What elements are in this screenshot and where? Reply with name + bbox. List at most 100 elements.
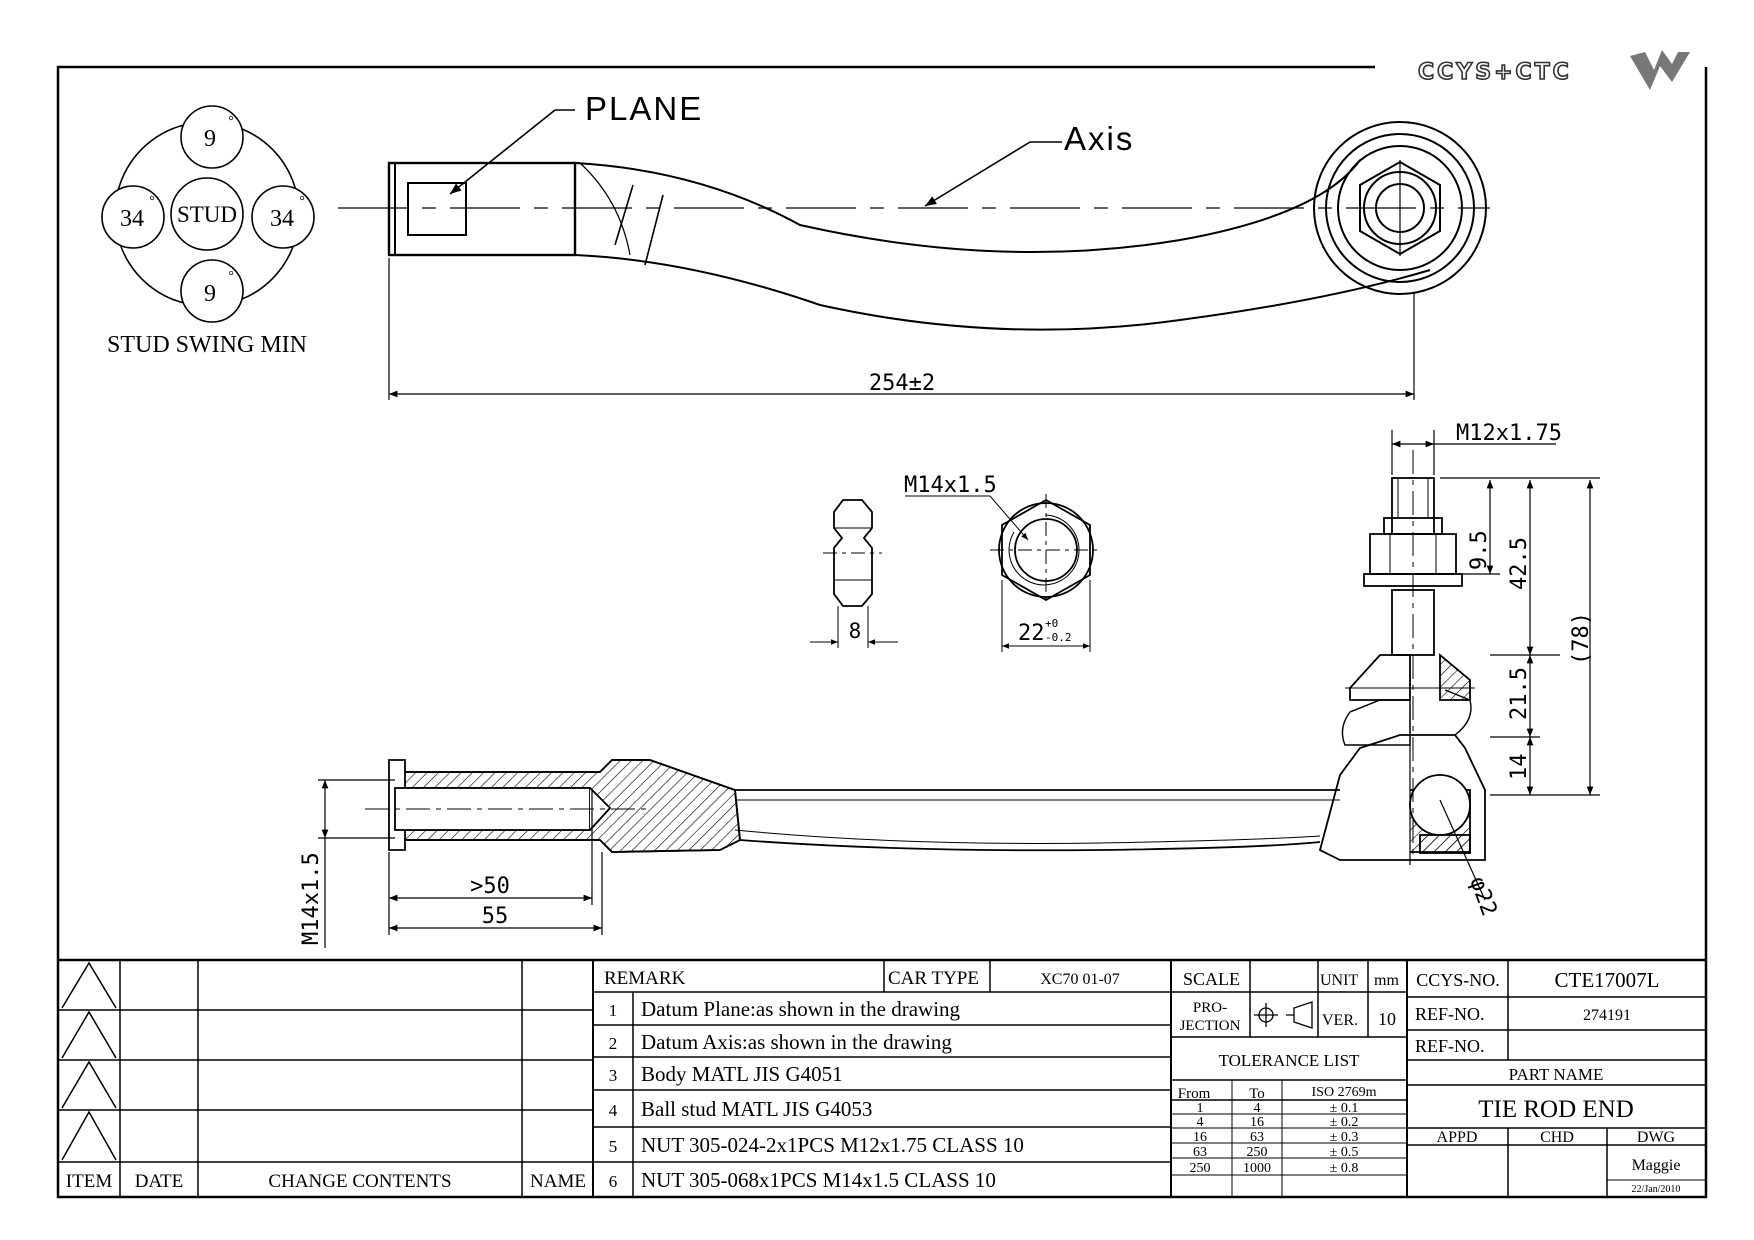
- axis-leader: [924, 141, 1062, 207]
- stud-swing-center: STUD: [177, 202, 237, 227]
- tol-to: 63: [1250, 1130, 1264, 1145]
- stud-swing-caption: STUD SWING MIN: [107, 332, 307, 358]
- tol-header-iso: ISO 2769m: [1312, 1085, 1377, 1100]
- remark-no: 2: [609, 1034, 618, 1053]
- remark-text: Ball stud MATL JIS G4053: [641, 1097, 872, 1121]
- remark-no: 3: [609, 1066, 618, 1085]
- nut-front-view: [905, 494, 1102, 652]
- scale-label: SCALE: [1183, 969, 1240, 989]
- tol-to: 4: [1254, 1101, 1261, 1116]
- tol-from: 250: [1190, 1161, 1211, 1176]
- rev-header-date: DATE: [135, 1171, 184, 1192]
- stud-swing-bottom: 9: [204, 281, 216, 307]
- nut-tol-minus: -0.2: [1045, 631, 1072, 644]
- part-name-label: PART NAME: [1509, 1065, 1604, 1084]
- nut-thickness-dim: 8: [849, 619, 862, 643]
- plane-label: PLANE: [585, 90, 703, 127]
- nut-side-view: [810, 499, 898, 648]
- tol-value: ± 0.1: [1330, 1101, 1359, 1116]
- tol-to: 1000: [1243, 1161, 1271, 1176]
- ccys-no-value: CTE17007L: [1555, 968, 1660, 992]
- plane-leader: [449, 109, 575, 195]
- remark-text: NUT 305-068x1PCS M14x1.5 CLASS 10: [641, 1168, 996, 1192]
- appd-label: APPD: [1437, 1129, 1478, 1146]
- rev-header-name: NAME: [530, 1171, 586, 1192]
- dim-78: (78): [1569, 612, 1594, 665]
- tolerance-title: TOLERANCE LIST: [1219, 1051, 1360, 1070]
- dim-55: 55: [482, 904, 509, 929]
- rev-header-change: CHANGE CONTENTS: [268, 1171, 451, 1192]
- chd-label: CHD: [1540, 1129, 1574, 1146]
- stud-thread-label: M12x1.75: [1456, 421, 1562, 446]
- remark-text: Body MATL JIS G4051: [641, 1062, 843, 1086]
- tol-from: 4: [1197, 1115, 1204, 1130]
- remark-no: 6: [609, 1172, 618, 1191]
- tol-from: 63: [1193, 1145, 1207, 1160]
- remark-text: Datum Plane:as shown in the drawing: [641, 997, 961, 1021]
- ver-label: VER.: [1322, 1012, 1358, 1029]
- ref-no-value: 274191: [1583, 1007, 1631, 1024]
- tol-header-to: To: [1249, 1086, 1265, 1102]
- dim-42-5: 42.5: [1507, 537, 1532, 590]
- car-type-value: XC70 01-07: [1040, 971, 1120, 988]
- part-name-value: TIE ROD END: [1478, 1096, 1634, 1123]
- dim-21-5: 21.5: [1507, 667, 1532, 720]
- ref-no-label: REF-NO.: [1415, 1004, 1485, 1024]
- dwg-label: DWG: [1637, 1129, 1676, 1146]
- tol-value: ± 0.3: [1330, 1130, 1359, 1145]
- ball-diameter-dim: φ22: [1464, 874, 1501, 920]
- nut-thread-label: M14x1.5: [904, 473, 997, 498]
- remark-label: REMARK: [604, 968, 686, 989]
- tol-value: ± 0.5: [1330, 1145, 1359, 1160]
- car-type-label: CAR TYPE: [888, 968, 979, 989]
- logo-mark-icon: [1630, 50, 1690, 90]
- top-view: [338, 121, 1490, 331]
- tol-to: 16: [1250, 1115, 1264, 1130]
- stud-swing-bottom-degree: °: [228, 269, 234, 284]
- tol-to: 250: [1247, 1145, 1268, 1160]
- stud-swing-right-degree: °: [299, 194, 305, 209]
- tolerance-table: 1 4 ± 0.1 4 16 ± 0.2 16 63 ± 0.3 63 250 …: [1190, 1101, 1359, 1176]
- dwg-date: 22/Jan/2010: [1632, 1184, 1681, 1195]
- company-logo: CCYS+CTC: [1417, 50, 1690, 90]
- tol-value: ± 0.8: [1330, 1161, 1359, 1176]
- rev-header-item: ITEM: [66, 1171, 113, 1192]
- unit-value: mm: [1374, 972, 1399, 989]
- logo-text: CCYS+CTC: [1418, 60, 1572, 85]
- length-dimension: [388, 258, 1415, 400]
- stud-swing-right: 34: [270, 206, 294, 232]
- sheet-border: [56, 65, 1708, 1199]
- side-view-dimensions: [318, 430, 1600, 948]
- dim-9-5: 9.5: [1467, 530, 1492, 570]
- nut-tol-plus: +0: [1045, 617, 1058, 630]
- ref-no-label-2: REF-NO.: [1415, 1036, 1485, 1056]
- remark-list: 1 Datum Plane:as shown in the drawing 2 …: [609, 997, 1024, 1192]
- remark-no: 1: [609, 1001, 618, 1020]
- tol-from: 1: [1197, 1101, 1204, 1116]
- title-block-grid: [58, 958, 1706, 1197]
- ccys-no-label: CCYS-NO.: [1416, 970, 1500, 990]
- stud-swing-diagram: [101, 105, 315, 323]
- length-dim-text: 254±2: [869, 371, 935, 396]
- projection-label-1: PRO-: [1193, 1000, 1227, 1016]
- side-view: [365, 450, 1486, 865]
- tol-header-from: From: [1178, 1086, 1211, 1102]
- unit-label: UNIT: [1320, 972, 1358, 989]
- dim-gt50: >50: [470, 874, 510, 899]
- dwg-name: Maggie: [1632, 1157, 1681, 1174]
- bore-thread-label: M14x1.5: [299, 852, 324, 945]
- stud-swing-left-degree: °: [149, 194, 155, 209]
- tol-value: ± 0.2: [1330, 1115, 1359, 1130]
- projection-symbol-icon: [1254, 1001, 1313, 1029]
- dim-14: 14: [1507, 754, 1532, 781]
- axis-label: Axis: [1064, 120, 1134, 157]
- remark-text: NUT 305-024-2x1PCS M12x1.75 CLASS 10: [641, 1133, 1024, 1157]
- ver-value: 10: [1378, 1009, 1396, 1029]
- tol-from: 16: [1193, 1130, 1207, 1145]
- remark-text: Datum Axis:as shown in the drawing: [641, 1030, 952, 1054]
- remark-no: 5: [609, 1137, 618, 1156]
- nut-across-flats-dim: 22: [1018, 621, 1045, 646]
- stud-swing-top: 9: [204, 126, 216, 152]
- datum-plane-square: [407, 182, 467, 236]
